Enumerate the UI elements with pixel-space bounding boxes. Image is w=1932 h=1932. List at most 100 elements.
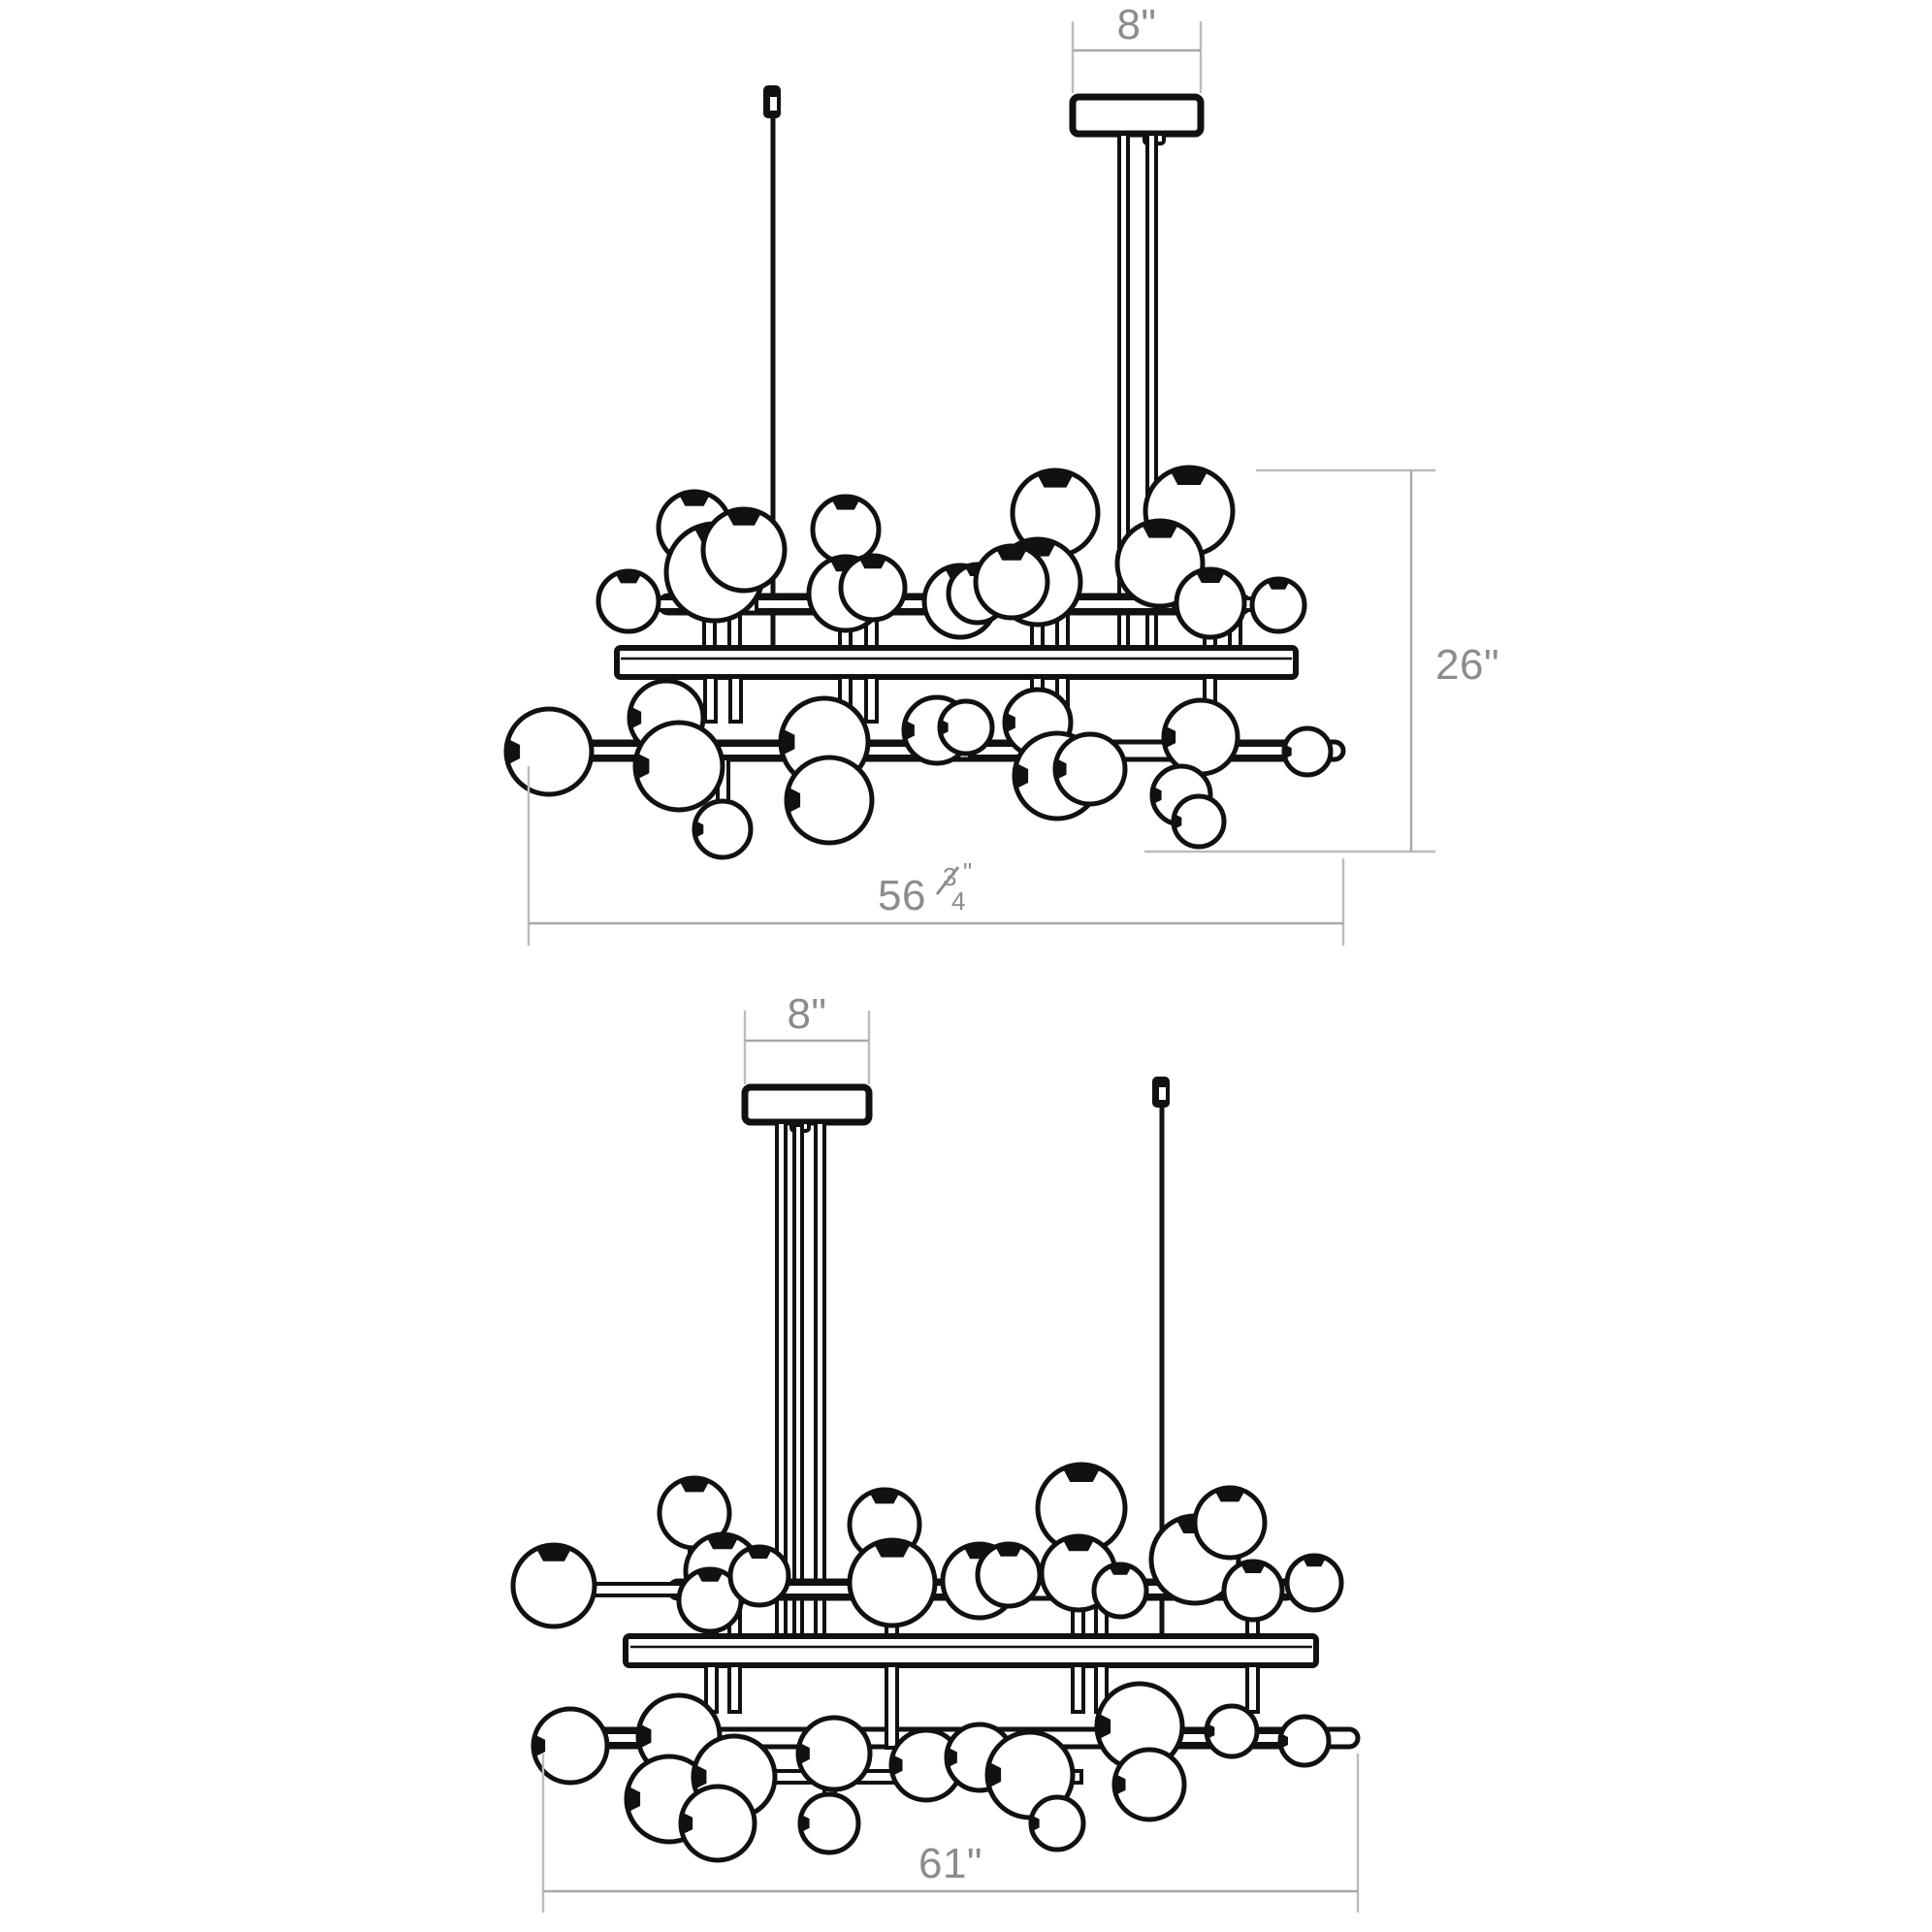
globe-socket <box>1303 1556 1326 1567</box>
globe-shade <box>596 568 661 634</box>
riser-rod <box>1245 1663 1260 1714</box>
globe-socket <box>1206 1723 1215 1739</box>
dimension-fixture-width-bottom: 61" <box>541 1754 1360 1913</box>
canopy-body <box>741 1083 873 1126</box>
globe-socket <box>1142 521 1178 538</box>
globe-shade <box>727 1544 791 1608</box>
globe-socket <box>1163 725 1176 749</box>
canopy-plate-bottom <box>741 1083 873 1133</box>
globe-socket <box>869 1490 900 1504</box>
globe-socket <box>786 787 801 814</box>
globe-shade <box>1174 566 1247 640</box>
globe-socket <box>1109 1564 1132 1575</box>
globe-shade <box>700 506 788 594</box>
inch-mark: " <box>963 857 972 886</box>
globe-socket <box>696 1569 724 1582</box>
globe-socket <box>1030 1815 1040 1832</box>
stem-rod-2 <box>792 1123 804 1641</box>
riser-rod <box>703 675 718 724</box>
dimension-canopy-width-top: 8" <box>1071 1 1203 93</box>
globe-socket <box>986 1761 1002 1788</box>
globe-socket <box>874 1540 911 1558</box>
globe-socket <box>996 546 1027 561</box>
canopy-body <box>1069 93 1205 138</box>
dimension-canopy-width-bottom: 8" <box>743 990 871 1084</box>
fraction-denominator: 4 <box>951 886 965 916</box>
globe-socket <box>903 720 915 741</box>
globe-cluster-upper-bottom <box>510 1462 1344 1641</box>
dimension-label-8in-top: 8" <box>1116 1 1156 48</box>
globe-shade <box>1249 576 1307 634</box>
globe-socket <box>831 497 860 510</box>
stem-rod-3 <box>814 1120 826 1641</box>
globe-cluster-lower-top <box>503 675 1334 860</box>
globe-socket <box>1214 1488 1245 1502</box>
globe-socket <box>692 1764 707 1789</box>
globe-socket <box>946 1747 957 1768</box>
dimension-fixture-height-top: 26" <box>1144 468 1499 853</box>
globe-socket <box>707 1534 738 1550</box>
riser-rod <box>727 1663 742 1714</box>
globe-shade <box>1284 1553 1344 1613</box>
dimension-label-56-34in: 56 3 4 " <box>878 857 972 919</box>
globe-cluster-upper-top <box>596 465 1307 654</box>
riser-rod <box>885 1663 899 1750</box>
globe-shade <box>1091 1562 1149 1620</box>
globe-socket <box>1113 1774 1126 1795</box>
globe-socket <box>626 1786 641 1813</box>
globe-socket <box>637 1723 652 1749</box>
globe-shade <box>1192 1485 1268 1561</box>
cable-grip-window <box>770 97 777 111</box>
globe-socket <box>939 719 949 736</box>
dimension-label-26in: 26" <box>1435 641 1499 689</box>
globe-socket <box>680 1812 693 1835</box>
globe-socket <box>1173 814 1182 829</box>
globe-socket <box>615 571 642 584</box>
dimension-label-8in-bottom: 8" <box>787 990 826 1038</box>
globe-socket <box>780 728 795 756</box>
globe-socket <box>634 753 650 780</box>
globe-socket <box>859 556 886 569</box>
globe-shade <box>510 1542 597 1629</box>
globe-socket <box>747 1547 772 1559</box>
globe-socket <box>505 738 521 765</box>
dimension-fixture-width-top: 56 3 4 " <box>527 766 1345 946</box>
globe-shade <box>838 553 908 623</box>
globe-socket <box>890 1755 903 1776</box>
globe-socket <box>1063 1465 1100 1482</box>
globe-socket <box>679 492 710 506</box>
svg-text:56: 56 <box>878 872 926 919</box>
globe-socket <box>1240 1562 1266 1573</box>
globe-shade <box>1221 1559 1285 1623</box>
riser-rod <box>1071 1663 1085 1714</box>
lower-elevation-view: 8" <box>510 990 1361 1913</box>
globe-socket <box>726 509 761 526</box>
globe-socket <box>1279 1733 1288 1749</box>
globe-socket <box>1171 467 1208 485</box>
globe-shade <box>847 1537 938 1628</box>
main-horizontal-bar-bottom <box>623 1633 1319 1668</box>
globe-socket <box>1014 762 1029 789</box>
globe-socket <box>1096 1713 1111 1740</box>
globe-socket <box>1063 1536 1094 1552</box>
globe-socket <box>693 821 704 838</box>
globe-socket <box>1267 579 1290 590</box>
globe-socket <box>1196 569 1225 583</box>
globe-socket <box>995 1544 1022 1557</box>
main-horizontal-bar-top <box>614 645 1299 680</box>
globe-socket <box>1004 712 1015 733</box>
globe-socket <box>797 1742 810 1765</box>
globe-socket <box>1151 787 1162 804</box>
globe-socket <box>799 1815 810 1832</box>
cable-grip-window <box>1159 1087 1166 1100</box>
globe-socket <box>532 1734 546 1757</box>
globe-socket <box>536 1545 571 1562</box>
globe-socket <box>1283 744 1292 759</box>
globe-socket <box>628 706 642 729</box>
globe-cluster-lower-bottom <box>531 1663 1332 1863</box>
riser-rod <box>728 675 743 724</box>
globe-socket <box>1037 470 1074 488</box>
canopy-plate-top <box>1069 93 1205 145</box>
dimension-label-61in: 61" <box>918 1840 982 1887</box>
